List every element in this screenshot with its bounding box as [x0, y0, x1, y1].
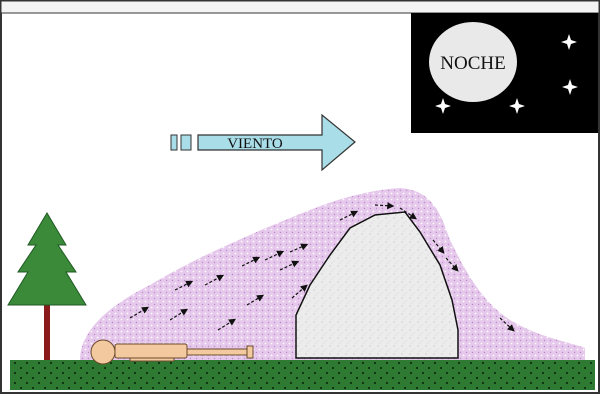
airflow-arrow	[499, 317, 515, 332]
person-head	[90, 339, 116, 365]
night-panel: NOCHE	[411, 13, 598, 133]
person-arm	[129, 357, 175, 362]
wind-tick-2	[180, 134, 192, 151]
wind-tick-1	[170, 134, 178, 151]
ground	[10, 360, 595, 390]
airflow-arrow	[169, 308, 189, 321]
moon	[429, 22, 517, 102]
airflow-arrow	[445, 257, 459, 272]
airflow-arrow	[279, 260, 300, 271]
airflow-arrow	[432, 239, 445, 254]
airflow-arrows	[129, 202, 515, 332]
airflow-arrow	[264, 250, 285, 261]
wind-arrow-body	[197, 113, 356, 172]
person-legs	[186, 348, 248, 356]
airflow-arrow	[399, 207, 417, 220]
tree-foliage	[7, 212, 87, 306]
airflow-arrow	[374, 202, 395, 210]
star-icon	[562, 79, 578, 95]
airflow-arrow	[204, 274, 225, 286]
tree-trunk	[44, 300, 50, 360]
star-icon	[435, 98, 451, 114]
night-label: NOCHE	[440, 53, 505, 74]
airflow-arrow	[217, 318, 237, 331]
wind-arrow: VIENTO	[170, 113, 356, 172]
airflow-arrow	[241, 256, 261, 267]
star-icon	[509, 98, 525, 114]
star-icon	[561, 34, 577, 50]
airflow-arrow	[174, 280, 194, 291]
person-torso	[114, 343, 188, 359]
stars	[435, 34, 578, 114]
tree	[7, 212, 87, 360]
airflow-arrow	[291, 284, 308, 299]
airflow-arrow	[246, 294, 265, 306]
person	[90, 339, 254, 365]
wind-label: VIENTO	[227, 136, 283, 152]
airflow-arrow	[289, 243, 309, 253]
airflow-arrow	[339, 210, 359, 221]
top-strip	[0, 0, 600, 14]
airflow-arrow	[129, 306, 150, 319]
person-feet	[246, 345, 254, 359]
